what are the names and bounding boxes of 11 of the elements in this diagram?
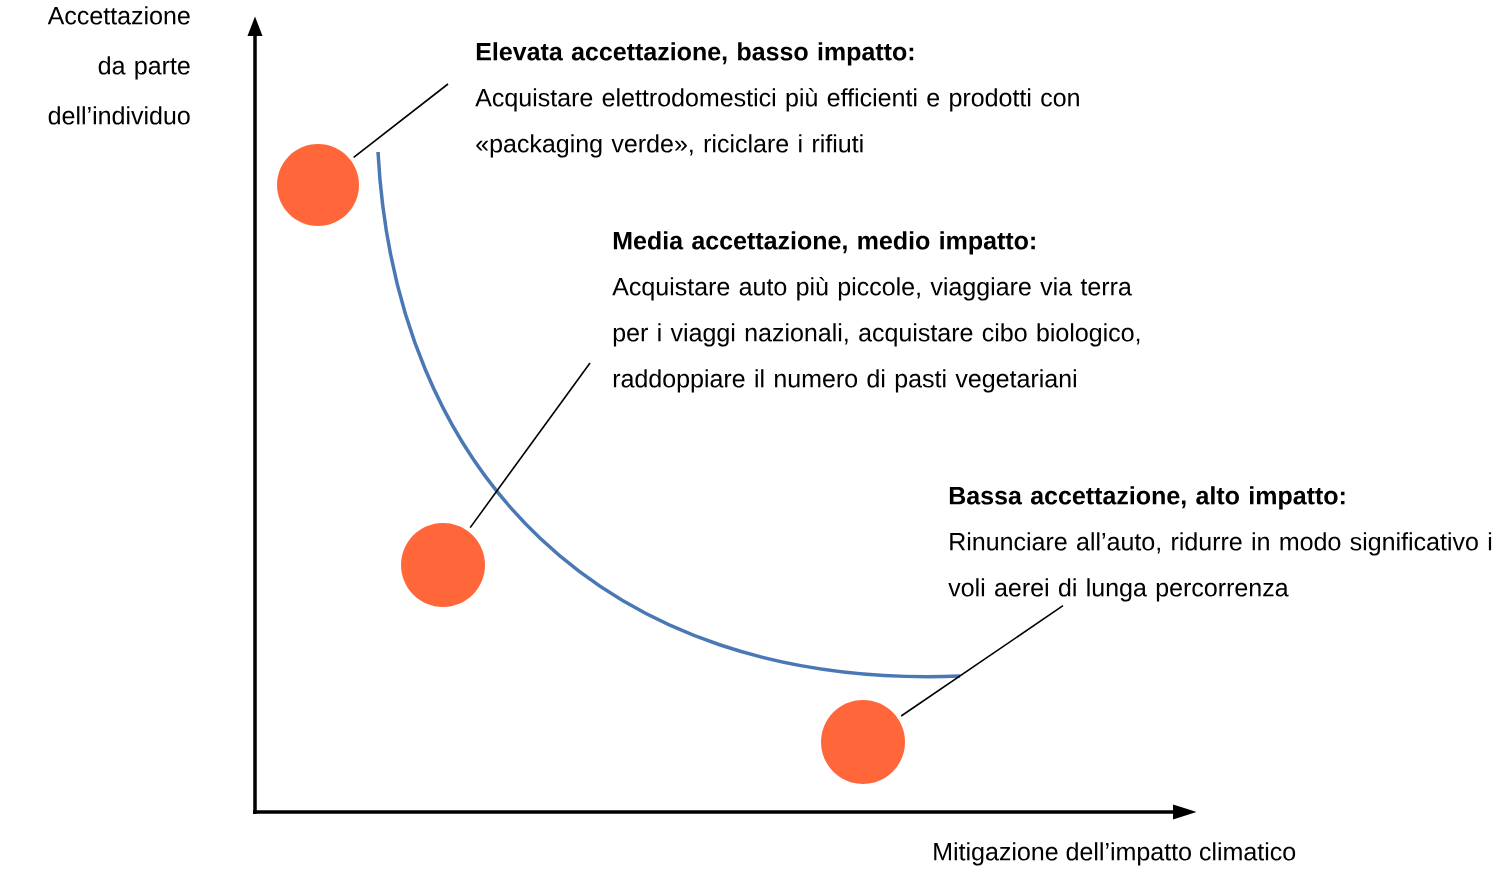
leader-line <box>352 83 449 159</box>
dot <box>821 700 905 784</box>
annotation-text: Bassa accettazione, alto impatto: Rinunciare all’auto, ridurre in modo significativo i voli aerei di lunga percorrenza <box>948 486 1492 602</box>
axis-label: Accettazione da parte dell’individuo <box>47 6 190 125</box>
annotation-text: Elevata accettazione, basso impatto: Acquistare elettrodomestici più efficienti e prodotti con «packaging verde», riciclare i rifiuti <box>475 42 1079 158</box>
annotation-text: Media accettazione, medio impatto: Acquistare auto più piccole, viaggiare via terra per i viaggi nazionali, acquistare cibo biologico, raddoppiare il numero di pasti vegetariani <box>612 231 1140 393</box>
dot <box>401 523 485 607</box>
leader-line <box>900 604 1064 717</box>
axis-label: Mitigazione dell’impatto climatico <box>934 842 1296 866</box>
dot <box>277 144 359 226</box>
leader-line <box>469 362 591 529</box>
